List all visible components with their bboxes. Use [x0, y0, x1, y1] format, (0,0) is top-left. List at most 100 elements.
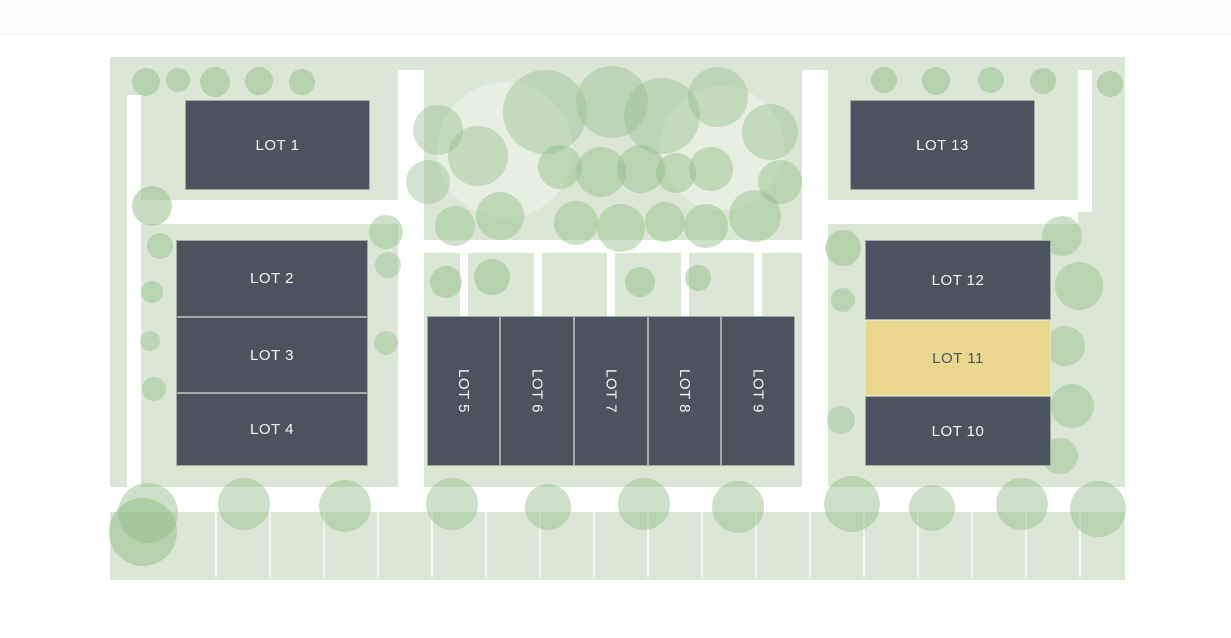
lot-label: LOT 1: [255, 136, 300, 154]
tree: [729, 190, 781, 242]
tree: [245, 67, 273, 95]
tree: [712, 481, 764, 533]
parking-stall-line: [701, 512, 703, 578]
lot-8[interactable]: LOT 8: [648, 316, 721, 466]
lot-label: LOT 11: [932, 349, 984, 367]
parking-stall-line: [539, 512, 541, 578]
lot-11[interactable]: LOT 11: [865, 320, 1051, 396]
parking-stall-line: [1025, 512, 1027, 578]
tree: [538, 145, 582, 189]
tree: [1050, 384, 1094, 428]
tree: [576, 66, 648, 138]
road: [127, 224, 141, 487]
road: [127, 200, 424, 224]
lot-label: LOT 7: [602, 369, 620, 413]
road: [828, 200, 1078, 224]
tree: [474, 259, 510, 295]
tree: [1045, 326, 1085, 366]
lot-1[interactable]: LOT 1: [185, 100, 370, 190]
tree: [685, 265, 711, 291]
tree: [1055, 262, 1103, 310]
tree: [624, 78, 700, 154]
tree: [140, 331, 160, 351]
road: [754, 253, 762, 316]
top-divider: [0, 0, 1231, 35]
parking-stall-line: [647, 512, 649, 578]
tree: [142, 377, 166, 401]
parking-stall-line: [485, 512, 487, 578]
tree: [375, 252, 401, 278]
tree: [978, 67, 1004, 93]
tree: [625, 267, 655, 297]
tree: [758, 160, 802, 204]
lot-3[interactable]: LOT 3: [176, 317, 368, 393]
tree: [435, 206, 475, 246]
tree: [430, 266, 462, 298]
lot-10[interactable]: LOT 10: [865, 396, 1051, 466]
tree: [824, 476, 880, 532]
parking-stall-line: [377, 512, 379, 578]
tree: [109, 498, 177, 566]
tree: [617, 145, 665, 193]
lot-13[interactable]: LOT 13: [850, 100, 1035, 190]
tree: [576, 147, 626, 197]
parking-stall-line: [215, 512, 217, 578]
lot-12[interactable]: LOT 12: [865, 240, 1051, 320]
road: [127, 95, 141, 200]
lot-label: LOT 9: [749, 369, 767, 413]
tree: [132, 186, 172, 226]
tree: [374, 331, 398, 355]
lot-label: LOT 10: [931, 422, 985, 440]
lot-2[interactable]: LOT 2: [176, 240, 368, 317]
tree: [684, 204, 728, 248]
tree: [1097, 71, 1123, 97]
road: [802, 70, 828, 487]
parking-stall-line: [971, 512, 973, 578]
tree: [645, 202, 685, 242]
lot-5[interactable]: LOT 5: [427, 316, 500, 466]
lot-7[interactable]: LOT 7: [574, 316, 648, 466]
lawn-circle: [437, 82, 573, 218]
lot-label: LOT 13: [916, 136, 969, 154]
tree: [218, 478, 270, 530]
tree: [413, 105, 463, 155]
parking-stall-line: [863, 512, 865, 578]
lot-label: LOT 4: [250, 421, 294, 438]
tree: [688, 67, 748, 127]
lot-6[interactable]: LOT 6: [500, 316, 574, 466]
tree: [319, 480, 371, 532]
lot-label: LOT 2: [250, 270, 294, 287]
tree: [871, 67, 897, 93]
tree: [166, 68, 190, 92]
road: [460, 253, 468, 316]
lot-9[interactable]: LOT 9: [721, 316, 795, 466]
tree: [825, 230, 861, 266]
tree: [141, 281, 163, 303]
parking-stall-line: [809, 512, 811, 578]
tree: [922, 67, 950, 95]
lot-label: LOT 3: [250, 346, 294, 364]
lot-label: LOT 8: [676, 369, 693, 413]
parking-stall-line: [431, 512, 433, 578]
tree: [656, 153, 696, 193]
tree: [369, 215, 403, 249]
tree: [476, 192, 524, 240]
parking-stall-line: [917, 512, 919, 578]
tree: [200, 67, 230, 97]
tree: [831, 288, 855, 312]
lot-label: LOT 5: [455, 369, 472, 413]
road: [1078, 70, 1092, 212]
lot-4[interactable]: LOT 4: [176, 393, 368, 466]
tree: [147, 233, 173, 259]
tree: [996, 478, 1048, 530]
tree: [289, 69, 315, 95]
parking-stall-line: [269, 512, 271, 578]
tree: [448, 126, 508, 186]
road: [607, 253, 615, 316]
parking-stall-line: [755, 512, 757, 578]
parking-stall-line: [1079, 512, 1081, 578]
parking-stall-line: [593, 512, 595, 578]
road: [681, 253, 689, 316]
road: [424, 240, 802, 253]
